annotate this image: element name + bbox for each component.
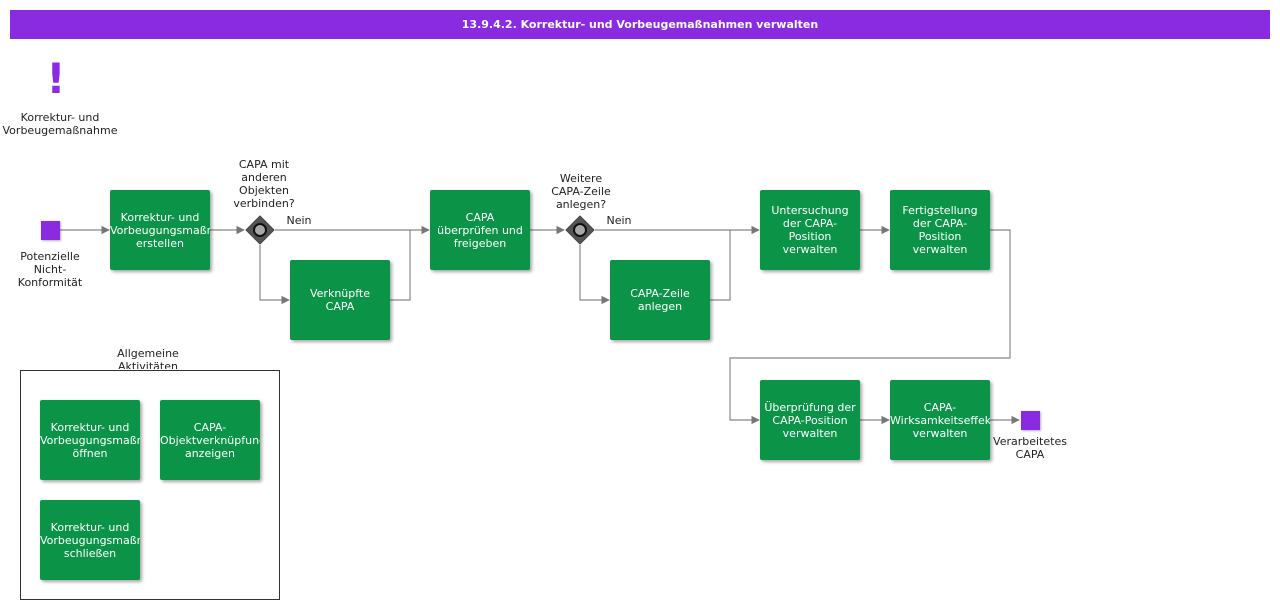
task-create-capa[interactable]: Korrektur- und Vorbeugungsmaßnahme erste… xyxy=(110,190,210,270)
gateway-link-objects-question: CAPA mit anderen Objekten verbinden? xyxy=(233,158,295,210)
task-open-capa[interactable]: Korrektur- und Vorbeugungsmaßnahme öffne… xyxy=(40,400,140,480)
task-manage-completion[interactable]: Fertigstellung der CAPA- Position verwal… xyxy=(890,190,990,270)
edge-t6-t7 xyxy=(729,229,1011,425)
edge-t4-t5 xyxy=(710,230,731,301)
gateway-more-lines-branch: Nein xyxy=(606,214,632,227)
task-show-object-links[interactable]: CAPA- Objektverknüpfungen anzeigen xyxy=(160,400,260,480)
task-manage-review[interactable]: Überprüfung der CAPA-Position verwalten xyxy=(760,380,860,460)
legend-label: Korrektur- und Vorbeugemaßnahme xyxy=(2,111,118,137)
task-close-capa[interactable]: Korrektur- und Vorbeugungsmaßnahme schli… xyxy=(40,500,140,580)
exclamation-icon: ! xyxy=(46,54,66,103)
general-activities-frame xyxy=(20,370,280,600)
gateway-link-objects-branch: Nein xyxy=(286,214,312,227)
task-create-capa-line[interactable]: CAPA-Zeile anlegen xyxy=(610,260,710,340)
gateway-more-lines-question: Weitere CAPA-Zeile anlegen? xyxy=(551,172,611,211)
task-manage-effectiveness[interactable]: CAPA- Wirksamkeitseffektivitätsbewertung… xyxy=(890,380,990,460)
gateway-more-lines[interactable] xyxy=(565,215,595,245)
task-review-release-capa[interactable]: CAPA überprüfen und freigeben xyxy=(430,190,530,270)
end-event[interactable] xyxy=(1021,411,1040,430)
page-title-text: 13.9.4.2. Korrektur- und Vorbeugemaßnahm… xyxy=(461,18,819,31)
edge-t2-t3 xyxy=(390,230,411,301)
task-linked-capa[interactable]: Verknüpfte CAPA xyxy=(290,260,390,340)
page-title: 13.9.4.2. Korrektur- und Vorbeugemaßnahm… xyxy=(10,10,1270,39)
end-event-label: Verarbeitetes CAPA xyxy=(993,435,1067,461)
task-manage-investigation[interactable]: Untersuchung der CAPA- Position verwalte… xyxy=(760,190,860,270)
general-activities-title: Allgemeine Aktivitäten xyxy=(117,347,179,369)
edge-g2-t4 xyxy=(579,245,610,305)
start-event[interactable] xyxy=(41,221,60,240)
edge-g1-t2 xyxy=(259,245,290,305)
gateway-link-objects[interactable] xyxy=(245,215,275,245)
start-event-label: Potenzielle Nicht- Konformität xyxy=(17,250,83,289)
